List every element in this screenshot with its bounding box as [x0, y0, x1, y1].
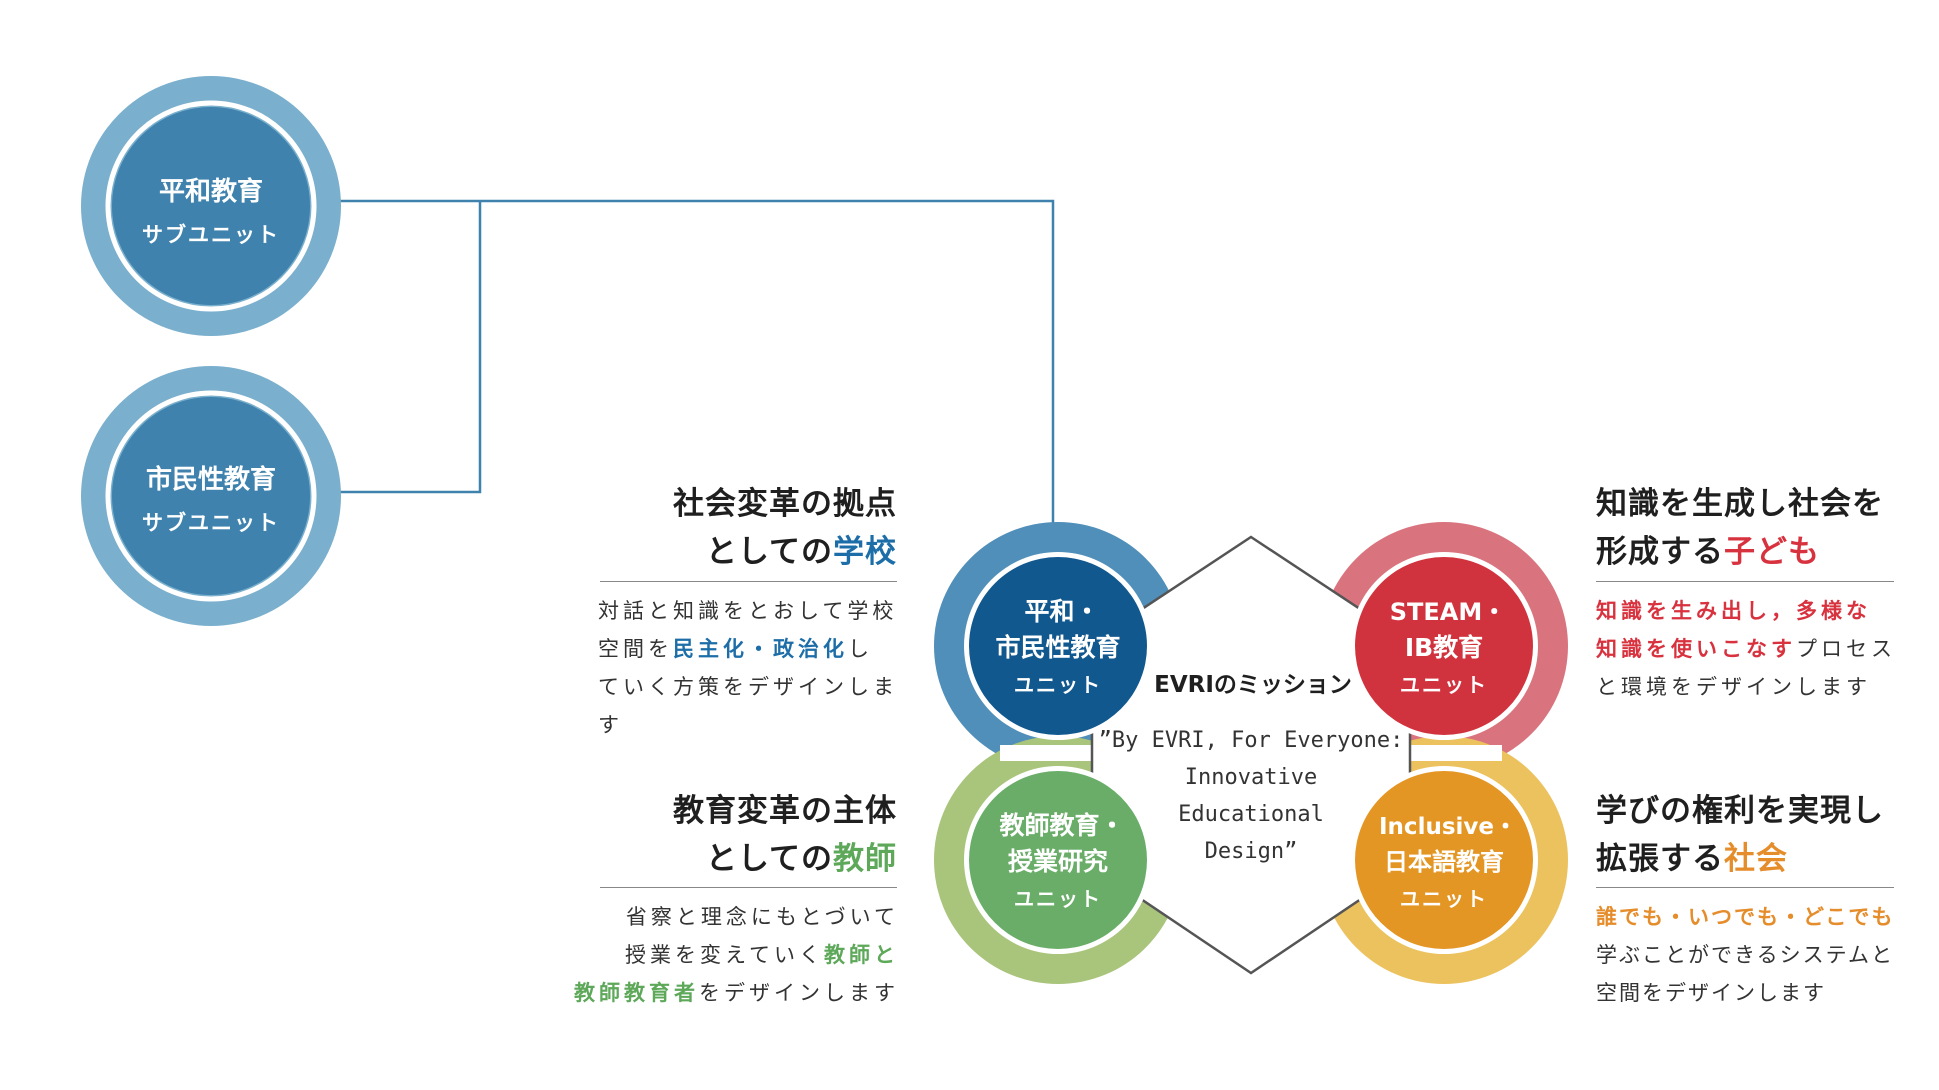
- society-body-highlight: 誰でも・いつでも・どこでも: [1596, 905, 1895, 929]
- sub-unit-peace-line2: サブユニット: [142, 223, 280, 247]
- unit-peace-line2: 市民性教育: [995, 633, 1120, 662]
- society-body-line3: 空間をデザインします: [1596, 981, 1826, 1005]
- unit-peace-line3: ユニット: [1014, 673, 1102, 697]
- unit-steam-line1: STEAM・: [1390, 598, 1507, 626]
- school-body-line3: ていく方策をデザインします: [598, 675, 898, 737]
- mission-line1: ”By EVRI, For Everyone:: [1099, 728, 1404, 753]
- child-body-highlight-2: 知識を使いこなす: [1596, 637, 1796, 661]
- teacher-heading: 教育変革の主体 としての教師: [497, 787, 897, 883]
- society-heading-line2: 拡張する社会: [1596, 835, 1926, 883]
- school-body-text-post: し: [848, 637, 873, 661]
- unit-teacher-line3: ユニット: [1014, 887, 1102, 911]
- child-heading-line2: 形成する子ども: [1596, 528, 1926, 576]
- society-body: 誰でも・いつでも・どこでも 学ぶことができるシステムと 空間をデザインします: [1596, 898, 1936, 1012]
- mission-line4: Design”: [1205, 839, 1298, 864]
- unit-steam-line2: IB教育: [1405, 633, 1483, 662]
- school-heading-text: としての: [705, 534, 833, 570]
- unit-inclusive: Inclusive・ 日本語教育 ユニット: [1350, 766, 1538, 954]
- school-body-line1: 対話と知識をとおして学校: [598, 599, 898, 623]
- sub-unit-peace-line1: 平和教育: [159, 176, 263, 207]
- teacher-body-highlight-2: 教師教育者: [574, 981, 699, 1005]
- mission-text: EVRIのミッション ”By EVRI, For Everyone: Innov…: [1099, 672, 1404, 864]
- teacher-body-line1: 省察と理念にもとづいて: [625, 905, 899, 929]
- unit-teacher-line1: 教師教育・: [999, 811, 1124, 840]
- child-body-text: プロセス: [1796, 637, 1896, 661]
- sub-unit-citizenship-line1: 市民性教育: [146, 464, 276, 495]
- connector-line-branch: [278, 201, 482, 494]
- society-heading-text: 拡張する: [1596, 841, 1724, 877]
- sub-unit-peace: 平和教育 サブユニット: [81, 76, 341, 336]
- child-heading-text: 形成する: [1596, 534, 1724, 570]
- child-heading-line1: 知識を生成し社会を: [1596, 486, 1884, 522]
- child-body-line1: 知識を生み出し，多様な: [1596, 592, 1936, 630]
- child-divider: [1596, 581, 1894, 582]
- teacher-body-text: 授業を変えていく: [625, 943, 824, 967]
- teacher-heading-highlight: 教師: [833, 841, 897, 877]
- unit-peace-line1: 平和・: [1024, 597, 1099, 626]
- child-body-line3: と環境をデザインします: [1596, 675, 1871, 699]
- teacher-body: 省察と理念にもとづいて 授業を変えていく教師と 教師教育者をデザインします: [559, 898, 899, 1012]
- teacher-body-highlight: 教師と: [824, 943, 899, 967]
- unit-teacher-line2: 授業研究: [1008, 847, 1108, 876]
- society-heading: 学びの権利を実現し 拡張する社会: [1596, 787, 1926, 883]
- school-heading-highlight: 学校: [833, 534, 897, 570]
- teacher-heading-line1: 教育変革の主体: [673, 793, 897, 829]
- sub-unit-citizenship-line2: サブユニット: [142, 511, 280, 535]
- society-body-line2: 学ぶことができるシステムと: [1596, 943, 1894, 967]
- school-divider: [600, 581, 897, 582]
- sub-unit-citizenship: 市民性教育 サブユニット: [81, 366, 341, 626]
- unit-inclusive-line1: Inclusive・: [1379, 814, 1517, 840]
- unit-steam-line3: ユニット: [1400, 673, 1488, 697]
- teacher-heading-line2: としての教師: [497, 835, 897, 883]
- unit-steam: STEAM・ IB教育 ユニット: [1350, 552, 1538, 740]
- unit-teacher: 教師教育・ 授業研究 ユニット: [964, 766, 1152, 954]
- school-heading-line1: 社会変革の拠点: [673, 486, 897, 522]
- society-body-line1: 誰でも・いつでも・どこでも: [1596, 898, 1936, 936]
- school-heading: 社会変革の拠点 としての学校: [497, 480, 897, 576]
- mission-line3: Educational: [1178, 802, 1324, 827]
- school-body-text: 空間を: [598, 637, 673, 661]
- teacher-body-text-post: をデザインします: [699, 981, 899, 1005]
- child-heading: 知識を生成し社会を 形成する子ども: [1596, 480, 1926, 576]
- teacher-body-line3: 教師教育者をデザインします: [559, 974, 899, 1012]
- child-body-line2: 知識を使いこなすプロセス: [1596, 630, 1936, 668]
- teacher-heading-text: としての: [705, 841, 833, 877]
- society-heading-highlight: 社会: [1724, 841, 1788, 877]
- unit-peace: 平和・ 市民性教育 ユニット: [964, 552, 1152, 740]
- mission-line2: Innovative: [1185, 765, 1317, 790]
- child-body: 知識を生み出し，多様な 知識を使いこなすプロセス と環境をデザインします: [1596, 592, 1936, 706]
- mission-title: EVRIのミッション: [1154, 672, 1352, 698]
- school-heading-line2: としての学校: [497, 528, 897, 576]
- society-heading-line1: 学びの権利を実現し: [1596, 793, 1884, 829]
- unit-inclusive-line3: ユニット: [1400, 887, 1488, 911]
- school-body: 対話と知識をとおして学校 空間を民主化・政治化し ていく方策をデザインします: [598, 592, 918, 744]
- school-body-highlight: 民主化・政治化: [673, 637, 848, 661]
- teacher-divider: [600, 887, 897, 888]
- child-heading-highlight: 子ども: [1724, 534, 1820, 570]
- society-divider: [1596, 887, 1894, 888]
- teacher-body-line2: 授業を変えていく教師と: [559, 936, 899, 974]
- child-body-highlight: 知識を生み出し，多様な: [1596, 599, 1871, 623]
- unit-inclusive-line2: 日本語教育: [1384, 848, 1504, 876]
- connector-line: [278, 199, 1055, 528]
- school-body-line2: 空間を民主化・政治化し: [598, 630, 918, 668]
